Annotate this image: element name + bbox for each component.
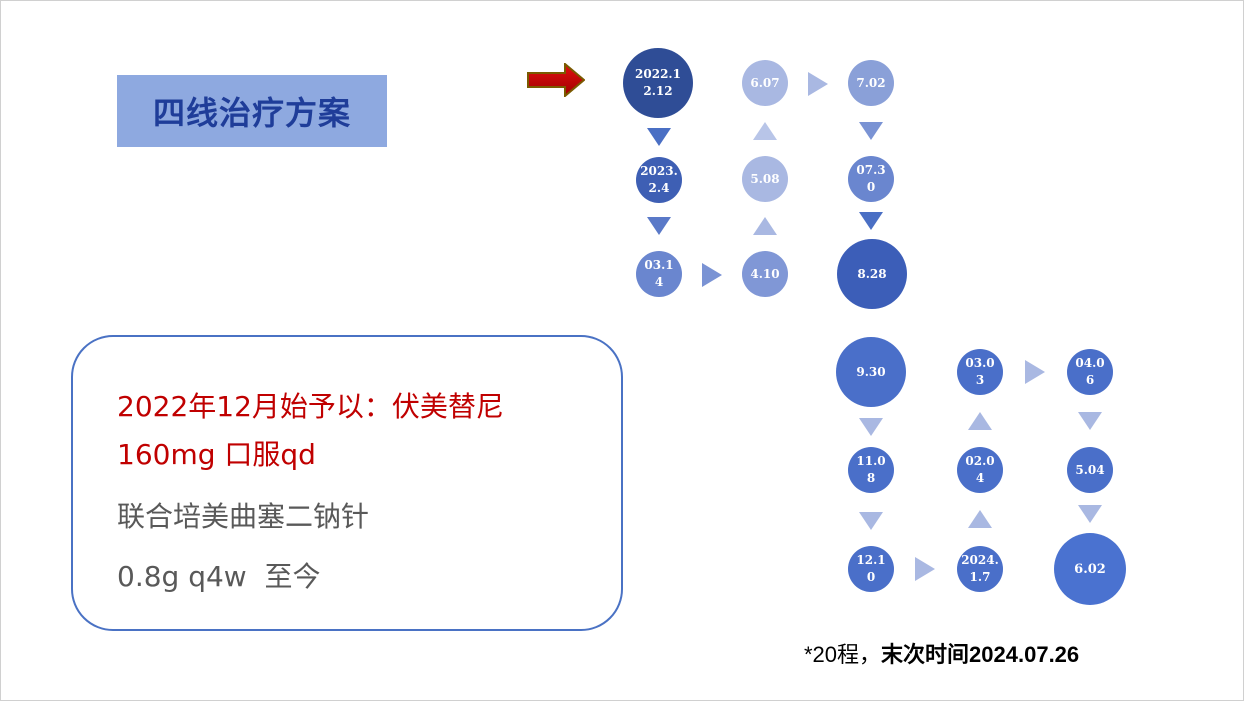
regimen-line-1: 2022年12月始予以：伏美替尼 [117, 390, 504, 423]
triangle-down-icon [858, 417, 884, 437]
triangle-up-icon [752, 216, 778, 236]
title-box: 四线治疗方案 [117, 75, 387, 147]
footer-last-date: 末次时间2024.07.26 [881, 642, 1080, 667]
triangle-down-icon [1077, 411, 1103, 431]
regimen-line-4: 0.8g q4w 至今 [117, 560, 321, 593]
triangle-down-icon [858, 211, 884, 231]
timeline-node-6: 6.07 [742, 60, 788, 106]
timeline-node-18: 6.02 [1054, 533, 1126, 605]
regimen-box: 2022年12月始予以：伏美替尼 160mg 口服qd 联合培美曲塞二钠针 0.… [71, 335, 623, 631]
timeline-node-9: 8.28 [837, 239, 907, 309]
triangle-up-icon [967, 509, 993, 529]
triangle-down-icon [858, 511, 884, 531]
timeline-node-13: 2024.1.7 [957, 546, 1003, 592]
triangle-right-icon [807, 71, 829, 97]
timeline-node-5: 5.08 [742, 156, 788, 202]
triangle-up-icon [967, 411, 993, 431]
triangle-right-icon [1024, 359, 1046, 385]
timeline-node-2: 2023.2.4 [636, 157, 682, 203]
regimen-line-2: 160mg 口服qd [117, 438, 316, 471]
page-title: 四线治疗方案 [152, 94, 351, 132]
timeline-node-17: 5.04 [1067, 447, 1113, 493]
footer-note: *20程，末次时间2024.07.26 [804, 637, 1079, 669]
regimen-line-3: 联合培美曲塞二钠针 [117, 500, 370, 533]
triangle-down-icon [858, 121, 884, 141]
triangle-down-icon [646, 216, 672, 236]
triangle-up-icon [752, 121, 778, 141]
timeline-node-4: 4.10 [742, 251, 788, 297]
footer-prefix: *20程， [804, 642, 882, 667]
timeline-node-7: 7.02 [848, 60, 894, 106]
red-right-arrow-icon [527, 61, 586, 99]
triangle-down-icon [646, 127, 672, 147]
triangle-right-icon [914, 556, 936, 582]
timeline-node-10: 9.30 [836, 337, 906, 407]
triangle-down-icon [1077, 504, 1103, 524]
triangle-right-icon [701, 262, 723, 288]
